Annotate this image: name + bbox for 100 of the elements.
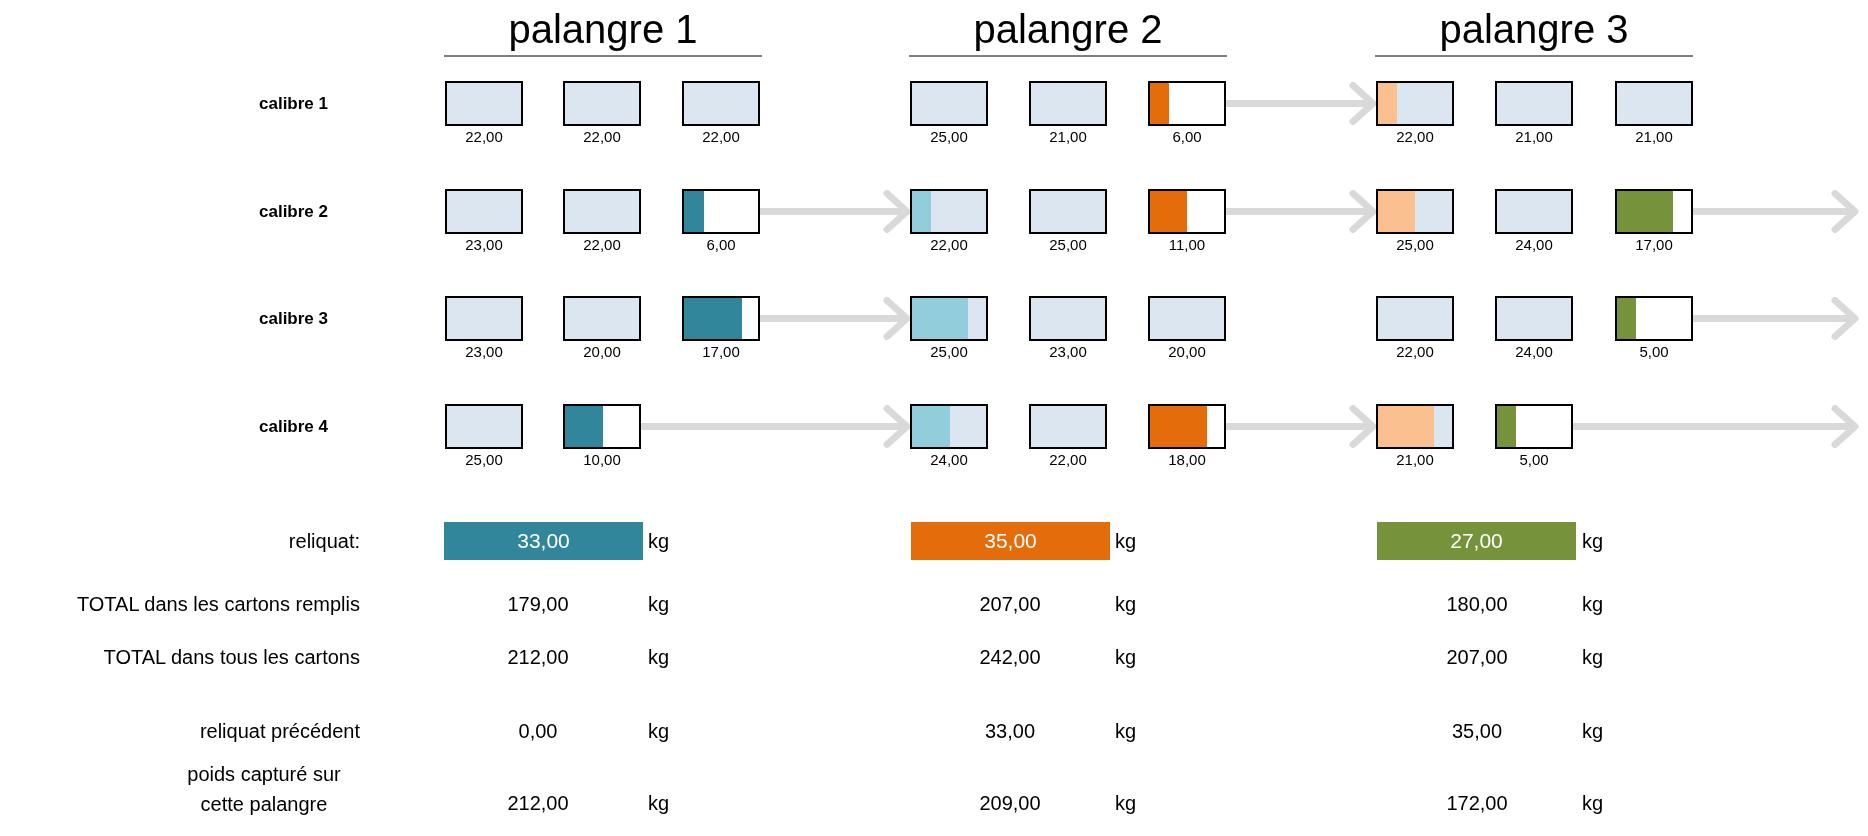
carton-box: [1495, 404, 1573, 449]
carton-box: [1376, 296, 1454, 341]
carton-box: [1495, 189, 1573, 234]
carton-box: [1615, 296, 1693, 341]
carton-box: [445, 189, 523, 234]
weight-value: 20,00: [582, 343, 622, 361]
carton-box: [563, 189, 641, 234]
weight-value: 21,00: [1048, 128, 1088, 146]
arrow: [1226, 405, 1377, 448]
carton-box: [1148, 404, 1226, 449]
carton-box: [682, 81, 760, 126]
carton-box: [1029, 404, 1107, 449]
carton-box: [910, 296, 988, 341]
arrow: [1226, 190, 1377, 233]
weight-value: 209,00: [978, 791, 1042, 816]
carton-box: [910, 81, 988, 126]
arrow: [760, 190, 911, 233]
weight-value: 25,00: [1048, 236, 1088, 254]
weight-value: 22,00: [1048, 451, 1088, 469]
weight-value: 180,00: [1445, 592, 1509, 617]
weight-value: 179,00: [506, 592, 570, 617]
weight-value: 207,00: [1445, 645, 1509, 670]
row-label: calibre 2: [258, 201, 328, 223]
row-label: TOTAL dans tous les cartons: [102, 645, 360, 670]
unit-label: kg: [648, 592, 670, 617]
row-label: TOTAL dans les cartons remplis: [75, 592, 360, 617]
carton-box: [445, 296, 523, 341]
carton-box: [563, 296, 641, 341]
carton-box: [445, 404, 523, 449]
row-label: reliquat précédent: [198, 719, 360, 744]
weight-value: 207,00: [978, 592, 1042, 617]
carton-box: [1148, 189, 1226, 234]
carton-box: [1148, 296, 1226, 341]
row-label: reliquat:: [287, 529, 360, 554]
weight-value: 22,00: [582, 236, 622, 254]
weight-value: 24,00: [1514, 236, 1554, 254]
weight-value: 25,00: [1395, 236, 1435, 254]
weight-value: 35,00: [1450, 719, 1504, 744]
weight-value: 20,00: [1167, 343, 1207, 361]
weight-value: 6,00: [1171, 128, 1203, 146]
weight-value: 11,00: [1167, 236, 1207, 254]
carton-box: [1029, 81, 1107, 126]
weight-value: 10,00: [582, 451, 622, 469]
weight-value: 6,00: [705, 236, 737, 254]
weight-value: 17,00: [701, 343, 741, 361]
weight-value: 24,00: [1514, 343, 1554, 361]
carton-box: [682, 189, 760, 234]
weight-value: 25,00: [929, 128, 969, 146]
weight-value: 17,00: [1634, 236, 1674, 254]
weight-value: 23,00: [1048, 343, 1088, 361]
carton-box: [1376, 404, 1454, 449]
weight-value: 18,00: [1167, 451, 1207, 469]
weight-value: 25,00: [929, 343, 969, 361]
weight-value: 0,00: [517, 719, 559, 744]
unit-label: kg: [648, 645, 670, 670]
weight-value: 212,00: [506, 645, 570, 670]
arrow: [1693, 190, 1859, 233]
weight-value: 21,00: [1514, 128, 1554, 146]
column-heading: palangre 1: [507, 6, 699, 52]
arrow: [641, 405, 911, 448]
weight-value: 172,00: [1445, 791, 1509, 816]
weight-value: 212,00: [506, 791, 570, 816]
carton-box: [1029, 296, 1107, 341]
row-label: poids capturé sur cette palangre: [186, 762, 342, 817]
weight-value: 21,00: [1395, 451, 1435, 469]
weight-value: 5,00: [1638, 343, 1670, 361]
carton-box: [910, 189, 988, 234]
unit-label: kg: [1115, 529, 1137, 554]
unit-label: kg: [1115, 645, 1137, 670]
unit-label: kg: [1115, 791, 1137, 816]
unit-label: kg: [1115, 592, 1137, 617]
carton-box: [563, 404, 641, 449]
row-label: calibre 1: [258, 93, 328, 115]
carton-box: [563, 81, 641, 126]
carton-box: [1615, 189, 1693, 234]
carton-box: [1495, 296, 1573, 341]
weight-value: 22,00: [464, 128, 504, 146]
carton-box: [1148, 81, 1226, 126]
unit-label: kg: [1115, 719, 1137, 744]
arrow: [1226, 82, 1377, 125]
carton-box: [1376, 189, 1454, 234]
weight-value: 21,00: [1634, 128, 1674, 146]
arrow: [1693, 297, 1859, 340]
carton-box: [1376, 81, 1454, 126]
column-heading: palangre 2: [972, 6, 1164, 52]
weight-value: 23,00: [464, 343, 504, 361]
unit-label: kg: [1582, 645, 1604, 670]
remainder-bar: 33,00: [444, 522, 643, 560]
remainder-bar: 27,00: [1377, 522, 1576, 560]
carton-box: [682, 296, 760, 341]
remainder-bar: 35,00: [911, 522, 1110, 560]
unit-label: kg: [1582, 719, 1604, 744]
weight-value: 22,00: [929, 236, 969, 254]
weight-value: 24,00: [929, 451, 969, 469]
carton-box: [1029, 189, 1107, 234]
unit-label: kg: [648, 719, 670, 744]
carton-box: [445, 81, 523, 126]
unit-label: kg: [1582, 592, 1604, 617]
weight-value: 22,00: [701, 128, 741, 146]
carton-box: [910, 404, 988, 449]
